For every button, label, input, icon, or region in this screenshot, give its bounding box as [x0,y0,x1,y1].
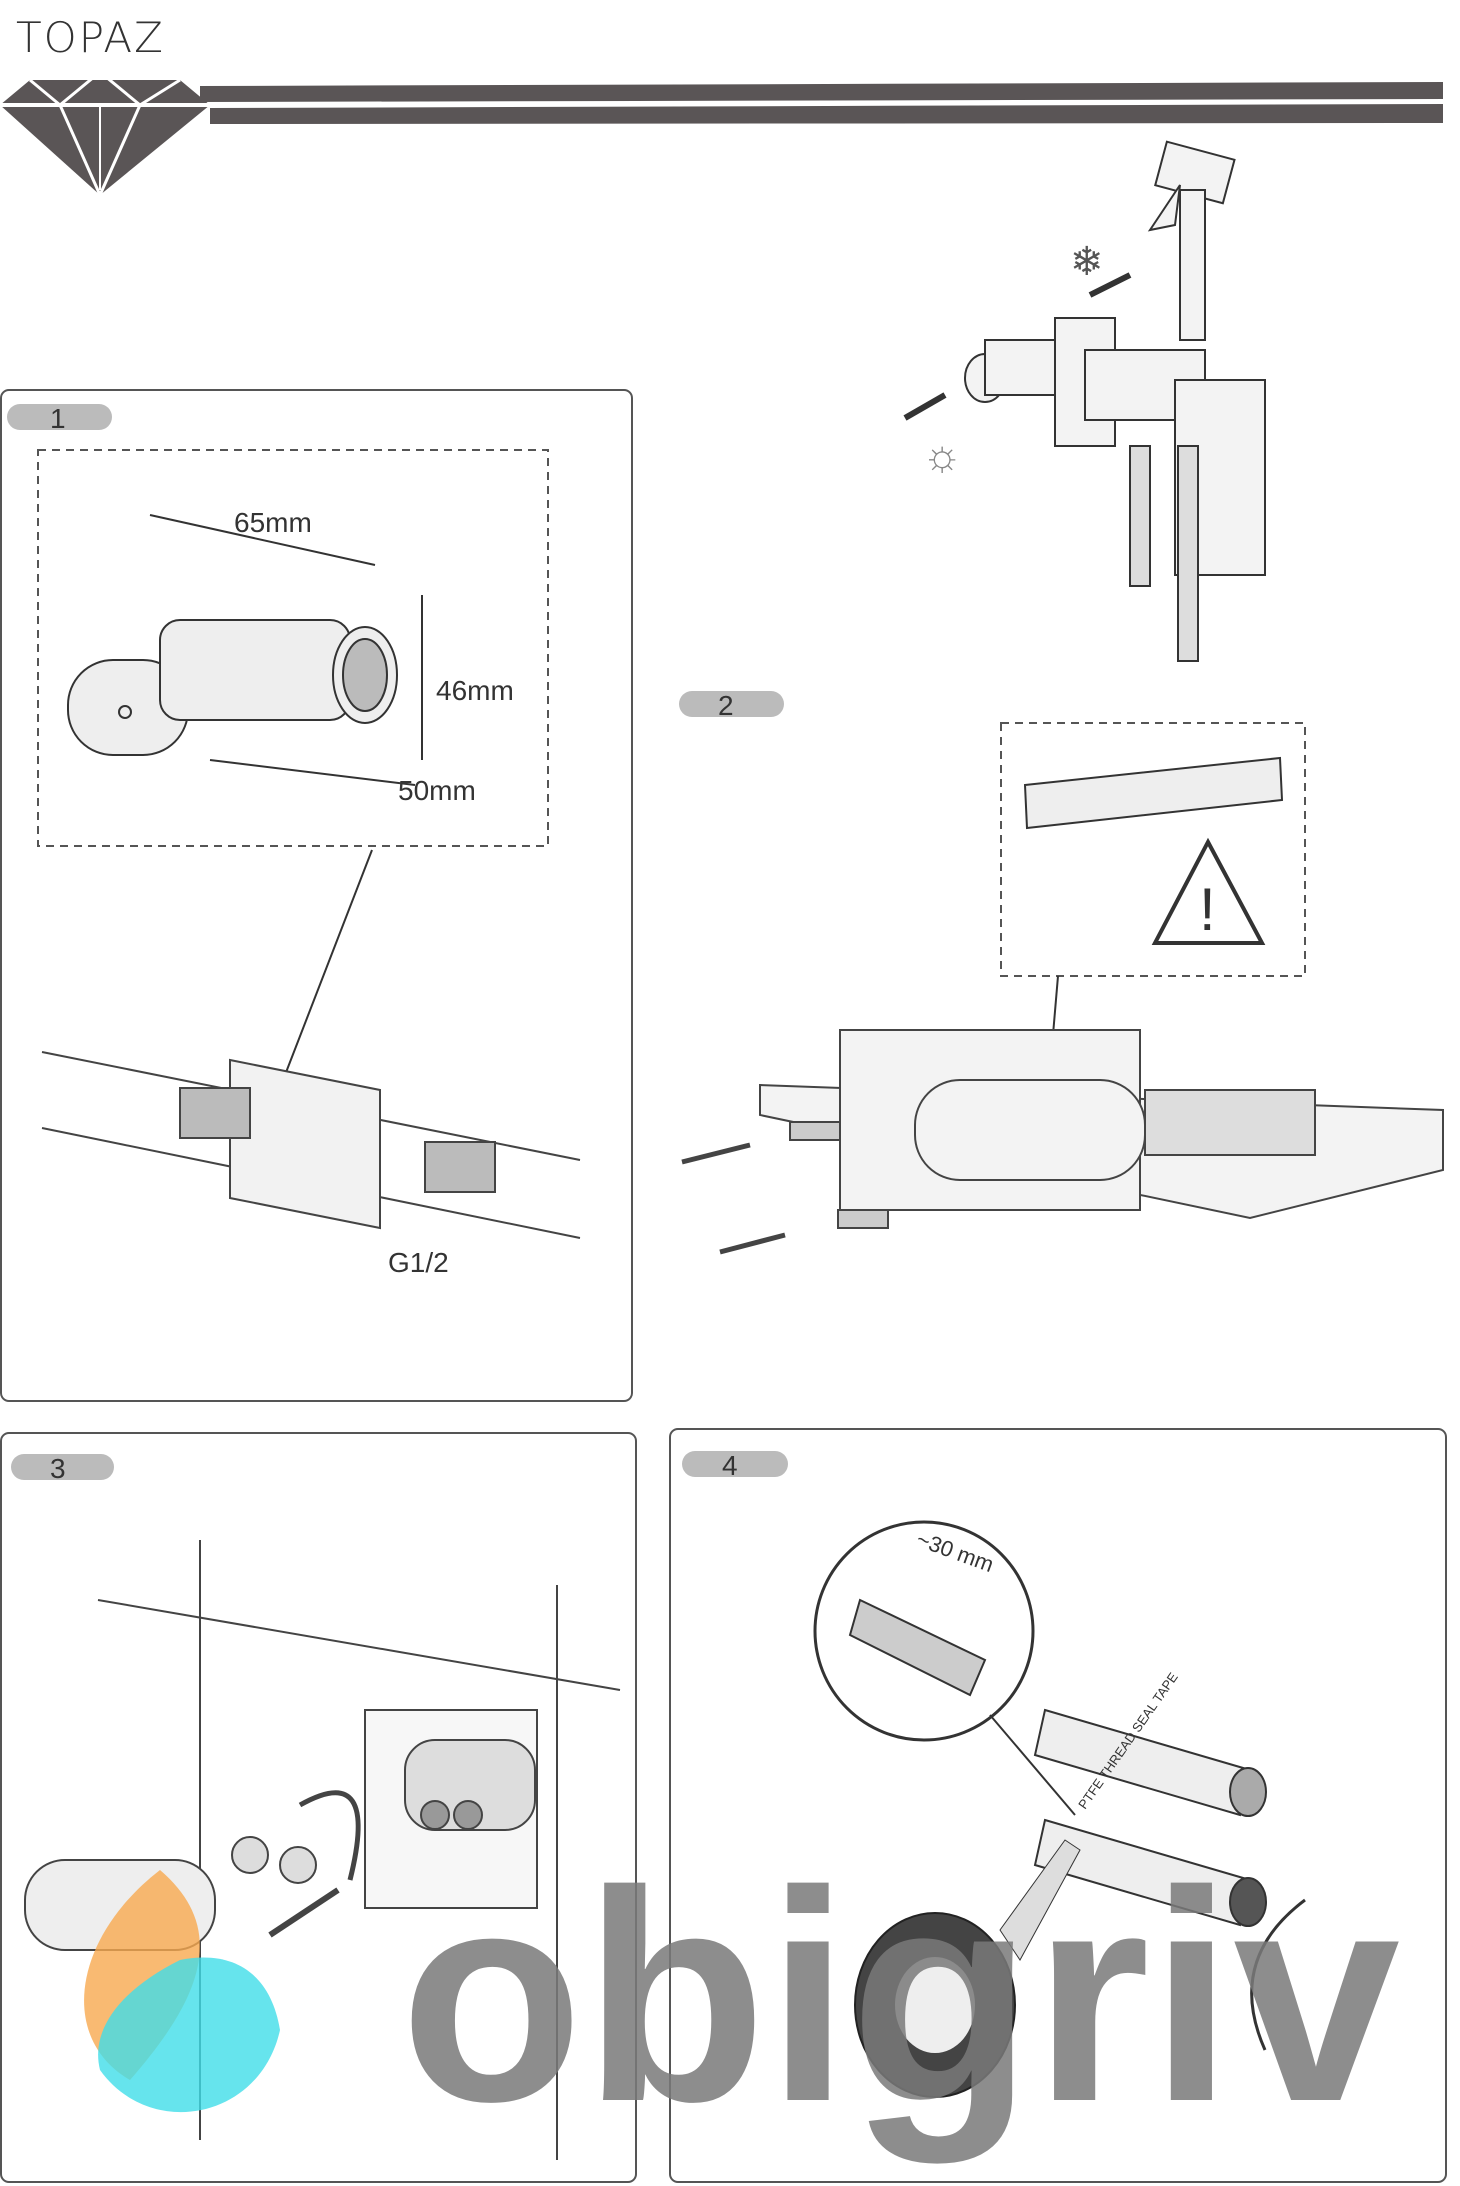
length-label: ~30 mm [913,1526,997,1577]
detail-circle [813,1520,1035,1742]
step-4-badge [682,1451,788,1477]
step-1-badge [7,404,112,430]
svg-text:!: ! [1199,876,1216,943]
diamond-logo-icon [0,70,210,199]
step-1-panel [0,389,633,1402]
level-detail-box [1000,722,1306,977]
dimension-width: 65mm [234,507,312,538]
fitting-illustration [848,1598,1306,2051]
thread-label: G1/2 [388,1247,449,1278]
svg-text:❄: ❄ [1070,240,1104,284]
sun-icon: ☼ [922,431,962,480]
valve-body-illustration [67,514,423,786]
snowflake-icon: ❄ [1070,240,1104,284]
step-2-badge [679,691,784,717]
step-2-number: 2 [718,690,734,721]
step-3-number: 3 [50,1453,66,1484]
pipe-illustration [41,1051,581,1239]
dimension-depth: 50mm [398,775,476,806]
watermark-text: obigriv [400,1828,1402,2166]
bidet-shower-illustration: ❄ ☼ [903,140,1266,662]
svg-text:☼: ☼ [922,431,962,480]
spirit-level-icon [1023,756,1284,830]
brand-name: TOPAZ [16,13,165,62]
obigriv-watermark: obigriv [84,1828,1402,2166]
ptfe-tape-roll-icon [854,1839,1081,2098]
wall-mount-illustration [681,1029,1444,1255]
step-1-number: 1 [50,403,66,434]
detail-box [37,449,549,847]
step-4-panel [669,1428,1447,2183]
header-bars [200,82,1443,124]
step-3-panel [0,1432,637,2183]
dimension-height: 46mm [436,675,514,706]
step-3-badge [11,1454,114,1480]
warning-icon: ! [1151,837,1266,945]
step-4-number: 4 [722,1450,738,1481]
